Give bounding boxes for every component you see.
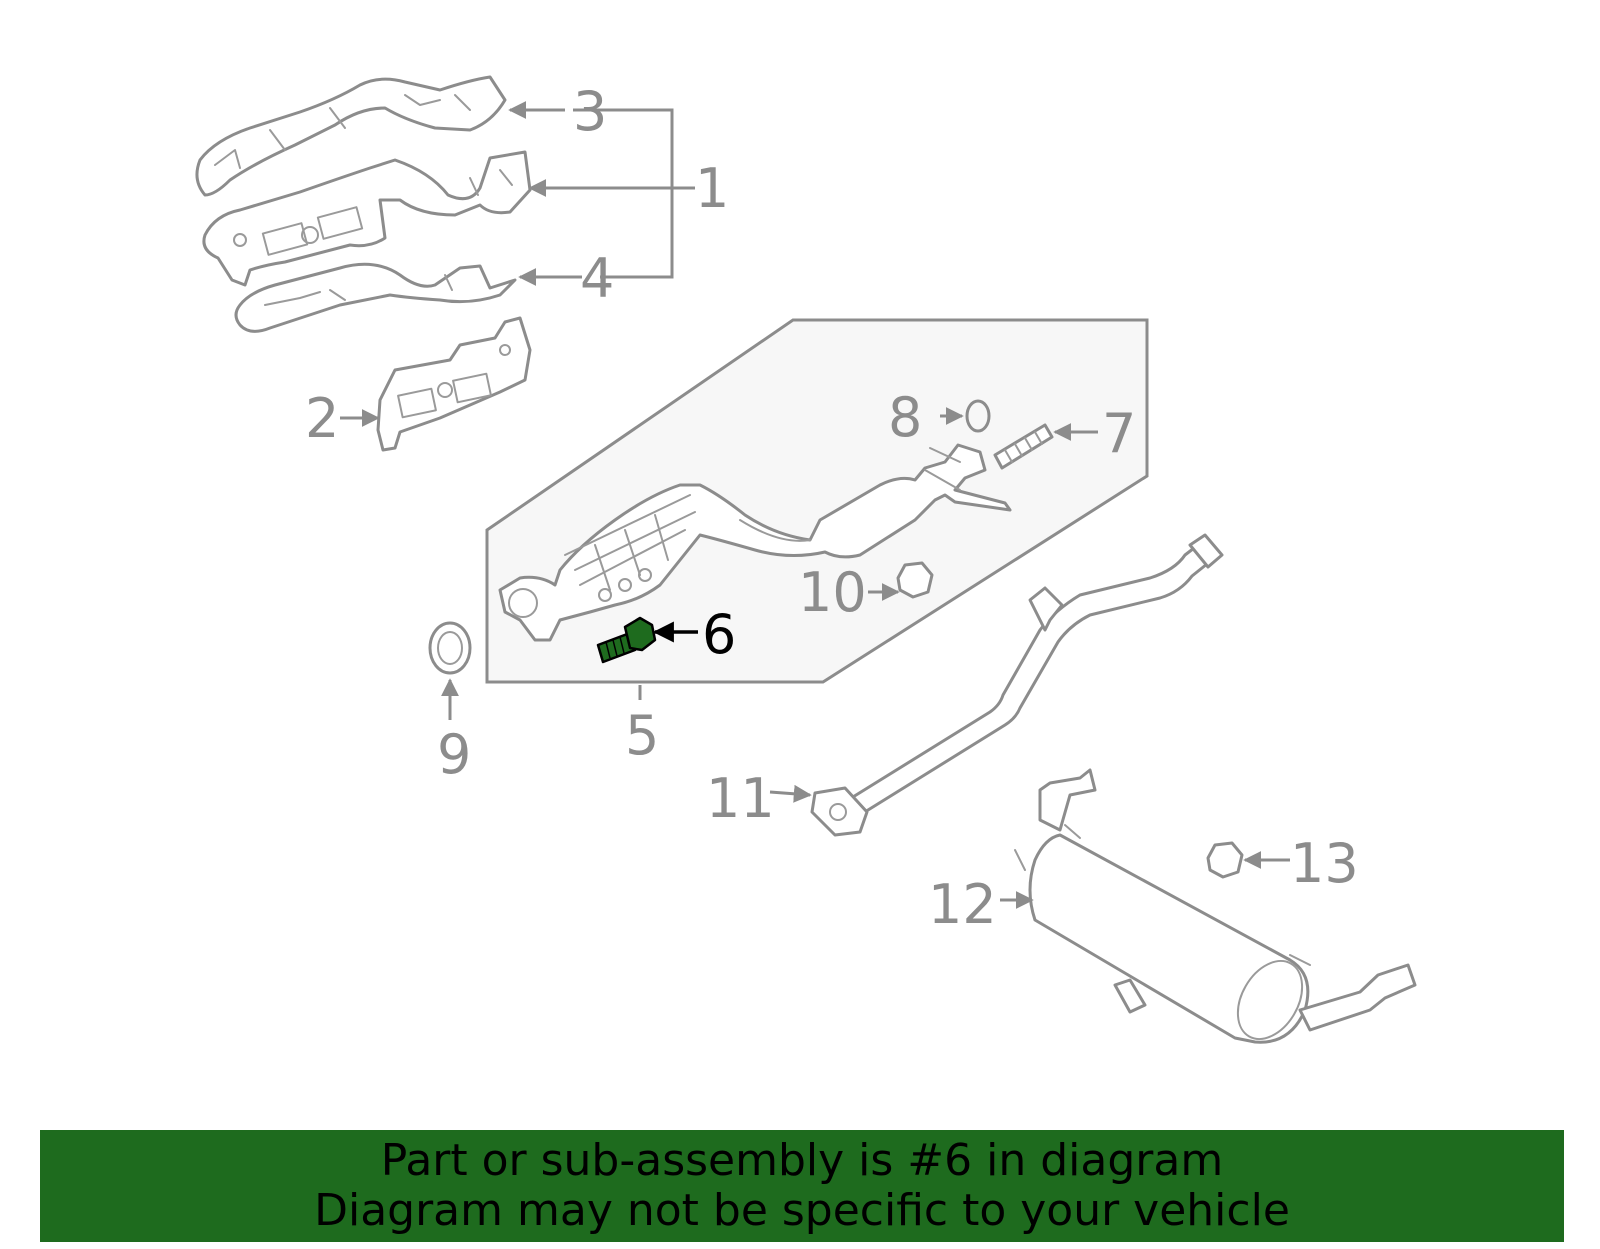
callout-6: 6 [702, 603, 736, 666]
callout-9: 9 [437, 723, 471, 786]
nut-13 [1206, 841, 1244, 879]
intermediate-pipe [810, 533, 1224, 837]
manifold-gasket [376, 316, 532, 452]
catalytic-converter-group-box [485, 318, 1149, 684]
callout-4: 4 [580, 247, 614, 310]
callout-labels: 3 1 4 2 8 7 6 10 5 9 11 12 13 [305, 80, 1359, 936]
callout-2: 2 [305, 387, 339, 450]
banner-line-2: Diagram may not be specific to your vehi… [314, 1185, 1290, 1236]
leader-lines [340, 101, 1290, 909]
nut-10 [896, 561, 934, 599]
muffler [1014, 768, 1417, 1044]
callout-12: 12 [928, 873, 997, 936]
callout-10: 10 [798, 561, 867, 624]
front-pipe-catalytic-converter [498, 443, 1012, 642]
callout-8: 8 [888, 386, 922, 449]
callout-1: 1 [695, 157, 729, 220]
banner-line-1: Part or sub-assembly is #6 in diagram [380, 1135, 1224, 1186]
exhaust-manifold [202, 150, 532, 287]
callout-13: 13 [1290, 832, 1359, 895]
upper-heat-shield [195, 75, 507, 197]
bolt-part-6 [596, 616, 657, 664]
callout-5: 5 [625, 704, 659, 767]
lower-heat-shield [234, 262, 517, 333]
callout-11: 11 [706, 767, 775, 830]
gasket-ring-9 [428, 621, 472, 675]
info-banner: Part or sub-assembly is #6 in diagram Di… [40, 1130, 1564, 1242]
stud [993, 423, 1054, 470]
callout-3: 3 [573, 80, 607, 143]
callout-7: 7 [1102, 402, 1136, 465]
ring-gasket-8 [965, 399, 991, 433]
